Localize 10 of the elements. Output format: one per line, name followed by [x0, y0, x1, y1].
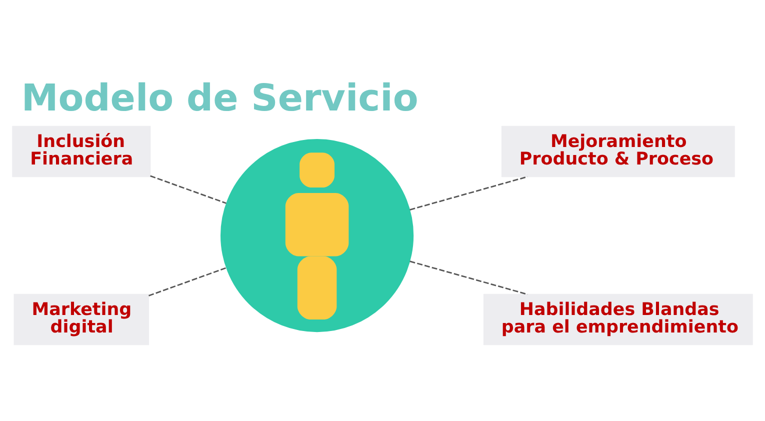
node-box: Habilidades Blandas para el emprendimiento — [483, 293, 753, 345]
node-box: Marketing digital — [14, 293, 150, 345]
diagram-title: Modelo de Servicio — [21, 76, 418, 119]
node-person — [220, 138, 414, 332]
connector — [148, 266, 227, 296]
node-box: Inclusión Financiera — [12, 125, 151, 177]
connector — [150, 174, 226, 204]
connector — [410, 176, 528, 210]
node-box: Mejoramiento Producto & Proceso — [501, 125, 735, 177]
connector — [410, 260, 528, 295]
